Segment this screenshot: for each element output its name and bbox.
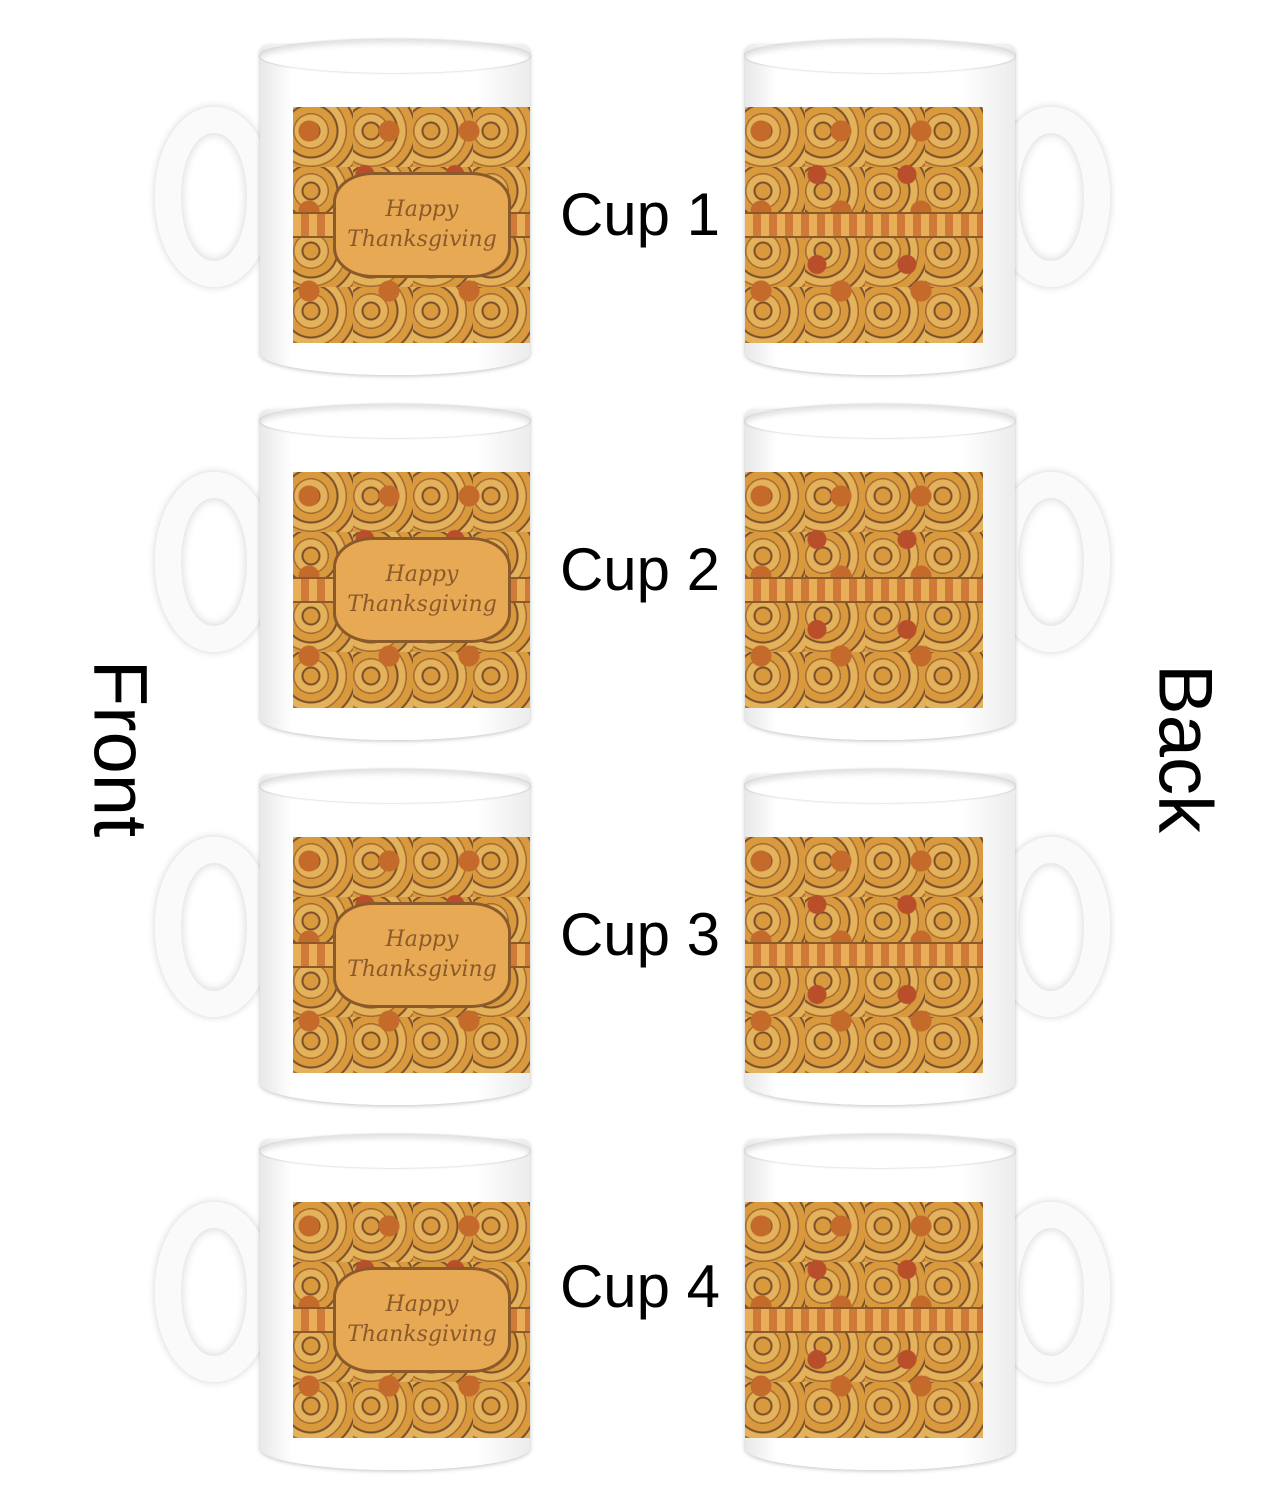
greeting-line2: Thanksgiving — [347, 1322, 497, 1347]
mug-rim — [745, 404, 1015, 438]
mug-print-front: Happy Thanksgiving — [293, 472, 530, 708]
mug-body: Happy Thanksgiving — [260, 1134, 530, 1470]
mug-front: Happy Thanksgiving — [150, 35, 530, 380]
mug-rim — [745, 769, 1015, 803]
mug-rim — [260, 404, 530, 438]
cup-row: Happy Thanksgiving Cup 3 — [0, 765, 1275, 1130]
greeting-line1: Happy — [385, 197, 459, 222]
mug-back — [740, 765, 1120, 1110]
pumpkin-band — [745, 942, 983, 968]
greeting-label: Happy Thanksgiving — [333, 1267, 511, 1373]
cup-row: Happy Thanksgiving Cup 4 — [0, 1130, 1275, 1495]
mug-front: Happy Thanksgiving — [150, 1130, 530, 1475]
pumpkin-band — [745, 1307, 983, 1333]
mug-rim — [260, 39, 530, 73]
mug-print-back — [745, 107, 983, 343]
greeting-line1: Happy — [385, 562, 459, 587]
mug-handle — [155, 837, 273, 1017]
mug-print-back — [745, 472, 983, 708]
mug-print-front: Happy Thanksgiving — [293, 107, 530, 343]
cup-label: Cup 4 — [559, 1253, 721, 1320]
greeting-line2: Thanksgiving — [347, 957, 497, 982]
mug-back — [740, 35, 1120, 380]
cup-label: Cup 3 — [559, 901, 721, 968]
pumpkin-band — [745, 212, 983, 238]
greeting-label: Happy Thanksgiving — [333, 902, 511, 1008]
mug-body: Happy Thanksgiving — [260, 769, 530, 1105]
mug-body — [745, 1134, 1015, 1470]
mug-handle — [155, 472, 273, 652]
pumpkin-band — [745, 577, 983, 603]
mug-print-front: Happy Thanksgiving — [293, 837, 530, 1073]
cup-row: Happy Thanksgiving Cup 2 — [0, 400, 1275, 765]
mug-front: Happy Thanksgiving — [150, 765, 530, 1110]
cup-row: Happy Thanksgiving Cup 1 — [0, 35, 1275, 400]
mug-body: Happy Thanksgiving — [260, 39, 530, 375]
mug-rim — [745, 39, 1015, 73]
greeting-line2: Thanksgiving — [347, 592, 497, 617]
cup-label: Cup 1 — [559, 181, 721, 248]
mug-rim — [260, 769, 530, 803]
greeting-line1: Happy — [385, 927, 459, 952]
mug-front: Happy Thanksgiving — [150, 400, 530, 745]
mug-handle — [155, 107, 273, 287]
mug-print-back — [745, 837, 983, 1073]
greeting-label: Happy Thanksgiving — [333, 537, 511, 643]
greeting-line2: Thanksgiving — [347, 227, 497, 252]
mug-body — [745, 39, 1015, 375]
cup-label: Cup 2 — [559, 536, 721, 603]
mug-print-back — [745, 1202, 983, 1438]
mug-rim — [745, 1134, 1015, 1168]
mug-handle — [155, 1202, 273, 1382]
mug-body — [745, 769, 1015, 1105]
mug-back — [740, 1130, 1120, 1475]
greeting-label: Happy Thanksgiving — [333, 172, 511, 278]
mug-back — [740, 400, 1120, 745]
mug-body — [745, 404, 1015, 740]
mug-print-front: Happy Thanksgiving — [293, 1202, 530, 1438]
mug-body: Happy Thanksgiving — [260, 404, 530, 740]
greeting-line1: Happy — [385, 1292, 459, 1317]
mug-rim — [260, 1134, 530, 1168]
